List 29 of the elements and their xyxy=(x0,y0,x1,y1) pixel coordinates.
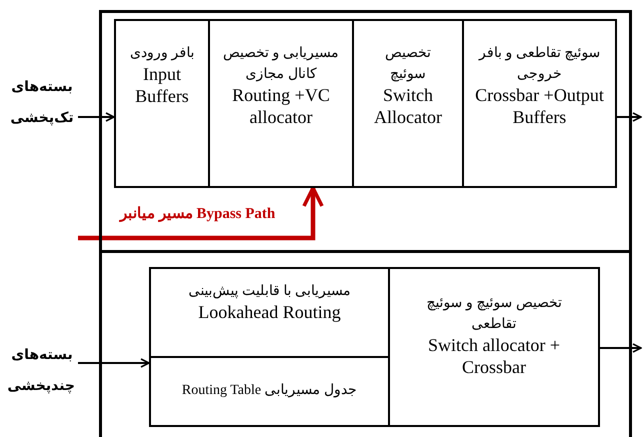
process-box xyxy=(114,19,210,188)
arrow xyxy=(78,112,115,122)
box-label: Switch Allocator xyxy=(373,85,443,128)
process-box xyxy=(208,19,354,188)
input-label: بسته‌های تک‌پخشی xyxy=(9,78,75,128)
process-box xyxy=(149,267,390,358)
process-box xyxy=(352,19,464,188)
box-label: Input Buffers xyxy=(134,64,190,108)
arrow xyxy=(78,358,150,368)
arrow xyxy=(617,112,642,122)
process-box xyxy=(462,19,617,188)
box-label: تخصیص سوئیچ و سوئیچ تقاطعی xyxy=(425,295,563,334)
edge-label: Bypass Path مسیر میانبر xyxy=(120,204,276,223)
box-label: Switch allocator + Crossbar xyxy=(426,335,562,378)
arrow xyxy=(600,343,642,353)
process-box xyxy=(149,356,390,427)
box-label: Routing +VC allocator xyxy=(231,85,331,128)
box-label: تخصیص سوئیچ xyxy=(384,45,432,84)
box-label: جدول مسیریابی Routing Table xyxy=(180,382,358,400)
box-label: Crossbar +Output Buffers xyxy=(474,85,605,128)
box-label: مسیریابی و تخصیص کانال مجازی xyxy=(222,45,340,84)
box-label: سوئیچ تقاطعی و بافر خروجی xyxy=(477,45,602,84)
panel-frame xyxy=(99,250,632,437)
arrow xyxy=(78,186,324,240)
input-label: بسته‌های چندپخشی xyxy=(9,346,75,396)
box-label: مسیریابی با قابلیت پیش‌بینی xyxy=(187,283,352,301)
box-label: Lookahead Routing xyxy=(197,302,342,324)
process-box xyxy=(388,267,600,427)
box-label: بافر ورودی xyxy=(128,45,196,63)
